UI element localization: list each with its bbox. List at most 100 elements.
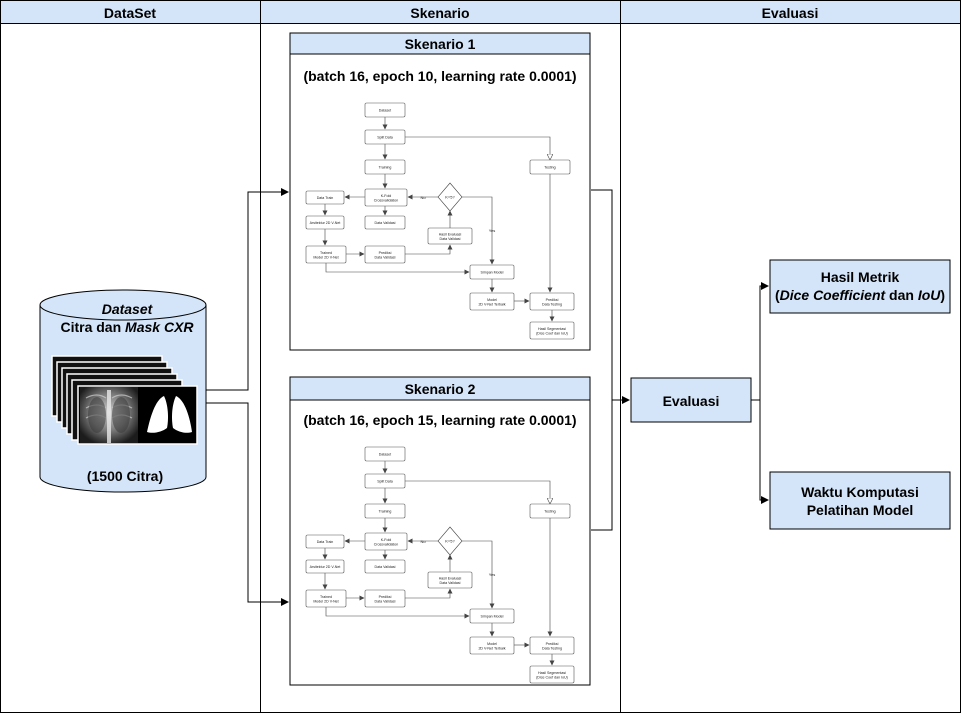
flow-node-label: Data Validasi bbox=[375, 221, 396, 225]
flow-node-label: (Dice Coef dan IoU) bbox=[536, 331, 568, 335]
flow-connector bbox=[405, 480, 550, 503]
flow-node-hasileval bbox=[427, 571, 473, 589]
decision-no-label: No bbox=[420, 195, 426, 200]
flow-node-label: Hasil Evaluasi bbox=[439, 232, 462, 236]
flow-node-label: Arsitektur 2D V-Net bbox=[310, 565, 341, 569]
flow-node-label: Data Train bbox=[317, 540, 334, 544]
flow-node-dataset bbox=[364, 446, 406, 462]
dataset-cylinder: Dataset Citra dan Mask CXR (1500 Citra) bbox=[39, 289, 207, 493]
flow-node-simpan bbox=[469, 608, 515, 624]
flow-connector bbox=[325, 263, 470, 275]
dataset-count: (1500 Citra) bbox=[87, 468, 163, 484]
flow-node-predval bbox=[364, 589, 406, 608]
flow-node-label: Model bbox=[487, 298, 497, 302]
flow-node-label: Crossvalidation bbox=[374, 542, 399, 546]
flow-node-label: Trained bbox=[320, 595, 332, 599]
flow-node-label: Model bbox=[487, 642, 497, 646]
decision-yes-label: Yes bbox=[489, 228, 496, 233]
flow-node-label: Data Validasi bbox=[440, 581, 461, 585]
scenario-to-evaluasi-connectors bbox=[591, 189, 630, 531]
hasil-metrik-box bbox=[769, 259, 951, 314]
flow-node-label: 2D V-Net Terbaik bbox=[478, 646, 505, 650]
flow-node-kfold bbox=[364, 532, 408, 551]
flow-node-predval bbox=[364, 245, 406, 264]
flow-node-label: K-Fold bbox=[381, 194, 392, 198]
flow-node-training bbox=[364, 503, 406, 519]
flow-node-split bbox=[364, 129, 406, 145]
flow-node-label: Simpan Model bbox=[481, 614, 504, 618]
flow-node-model bbox=[469, 292, 515, 311]
decision-k5-label: K=5? bbox=[445, 195, 455, 200]
flow-node-testing bbox=[529, 503, 571, 519]
flow-node-label: Testing bbox=[544, 509, 555, 513]
xray-image-stack bbox=[51, 355, 198, 445]
flow-node-label: Testing bbox=[544, 165, 555, 169]
evaluasi-section: Evaluasi Hasil Metrik (Dice Coefficient … bbox=[630, 259, 951, 530]
flow-node-label: Training bbox=[379, 165, 392, 169]
flow-node-label: Dataset bbox=[379, 108, 391, 112]
flow-node-label: K-Fold bbox=[381, 538, 392, 542]
flow-connector bbox=[405, 588, 453, 599]
waktu-komputasi-box bbox=[769, 471, 951, 530]
flow-node-label: Prediksi bbox=[379, 595, 392, 599]
flow-node-dataset bbox=[364, 102, 406, 118]
flow-node-trained bbox=[305, 589, 347, 608]
flow-node-label: Prediksi bbox=[546, 642, 559, 646]
flow-node-model bbox=[469, 636, 515, 655]
flow-node-train bbox=[305, 534, 345, 549]
flow-node-label: Prediksi bbox=[379, 251, 392, 255]
flow-node-hasilseg bbox=[529, 321, 575, 340]
flow-node-label: Model 2D V-Net bbox=[313, 599, 338, 603]
dataset-title: Dataset bbox=[102, 301, 154, 317]
waktu-komputasi-line2: Pelatihan Model bbox=[807, 502, 914, 518]
flow-node-predtest bbox=[529, 636, 575, 655]
flow-node-label: Training bbox=[379, 509, 392, 513]
flow-node-val bbox=[364, 559, 406, 574]
scenario-1-panel: Skenario 1 (batch 16, epoch 10, learning… bbox=[289, 32, 591, 351]
flow-node-simpan bbox=[469, 264, 515, 280]
flow-node-predtest bbox=[529, 292, 575, 311]
flow-connector bbox=[462, 540, 495, 609]
flow-node-trained bbox=[305, 245, 347, 264]
decision-k5-diamond bbox=[437, 526, 463, 556]
scenario-2-panel: Skenario 2 (batch 16, epoch 15, learning… bbox=[289, 376, 591, 686]
flow-node-label: Hasil Segmentasi bbox=[538, 671, 566, 675]
column-title-skenario: Skenario bbox=[410, 5, 469, 21]
flow-node-label: Split Data bbox=[377, 135, 393, 139]
flow-connector bbox=[462, 196, 495, 265]
decision-k5-label: K=5? bbox=[445, 539, 455, 544]
flow-node-label: Data Testing bbox=[542, 646, 562, 650]
evaluasi-label: Evaluasi bbox=[663, 393, 720, 409]
decision-no-label: No bbox=[420, 539, 426, 544]
flow-connector bbox=[405, 136, 550, 159]
hasil-metrik-title: Hasil Metrik bbox=[821, 269, 900, 285]
flow-node-label: Data Validasi bbox=[375, 255, 396, 259]
flow-node-split bbox=[364, 473, 406, 489]
flow-node-label: Crossvalidation bbox=[374, 198, 399, 202]
waktu-komputasi-line1: Waktu Komputasi bbox=[801, 484, 919, 500]
flow-node-arsitektur bbox=[305, 215, 345, 230]
flow-node-label: Model 2D V-Net bbox=[313, 255, 338, 259]
flow-node-val bbox=[364, 215, 406, 230]
flow-connector bbox=[325, 607, 470, 619]
flow-node-label: Data Train bbox=[317, 196, 334, 200]
flow-node-label: (Dice Coef dan IoU) bbox=[536, 675, 568, 679]
decision-yes-label: Yes bbox=[489, 572, 496, 577]
flow-node-label: Prediksi bbox=[546, 298, 559, 302]
flow-node-label: Split Data bbox=[377, 479, 393, 483]
flow-node-label: 2D V-Net Terbaik bbox=[478, 302, 505, 306]
scenario-1-title: Skenario 1 bbox=[405, 36, 476, 52]
decision-k5-diamond bbox=[437, 182, 463, 212]
column-title-dataset: DataSet bbox=[104, 5, 156, 21]
flow-node-training bbox=[364, 159, 406, 175]
flow-connector bbox=[405, 244, 453, 255]
flow-node-label: Data Validasi bbox=[375, 565, 396, 569]
flow-node-label: Arsitektur 2D V-Net bbox=[310, 221, 341, 225]
dataset-subtitle: Citra dan Mask CXR bbox=[60, 319, 194, 335]
flow-node-label: Data Validasi bbox=[440, 237, 461, 241]
flow-node-label: Trained bbox=[320, 251, 332, 255]
flow-node-hasilseg bbox=[529, 665, 575, 684]
